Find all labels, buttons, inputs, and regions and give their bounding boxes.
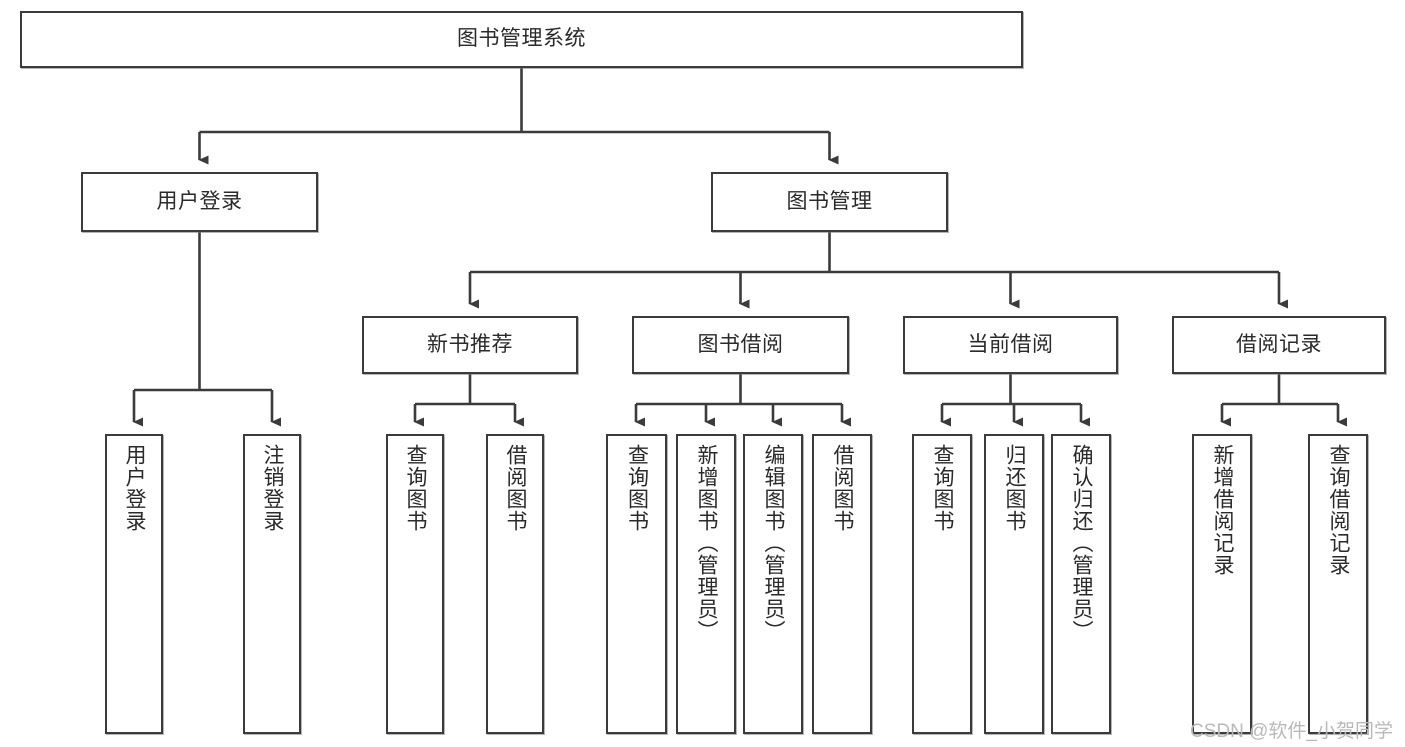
node-new-book-rec[interactable]: 新书推荐 bbox=[362, 316, 578, 374]
node-label: 编辑图书（管理员） bbox=[762, 444, 786, 642]
csdn-watermark: CSDN @软件_小贺同学 bbox=[1190, 721, 1393, 742]
node-label: 新增借阅记录 bbox=[1211, 444, 1235, 576]
node-leaf-add-book[interactable]: 新增图书（管理员） bbox=[676, 434, 736, 734]
node-label: 确认归还（管理员） bbox=[1070, 444, 1094, 642]
node-label: 归还图书 bbox=[1003, 444, 1027, 532]
node-label: 查询图书 bbox=[931, 444, 955, 532]
node-label: 用户登录 bbox=[156, 189, 243, 213]
node-leaf-edit-book[interactable]: 编辑图书（管理员） bbox=[743, 434, 803, 734]
node-leaf-return-book[interactable]: 归还图书 bbox=[984, 434, 1044, 734]
node-leaf-borrow-book-1[interactable]: 借阅图书 bbox=[486, 434, 544, 734]
node-leaf-add-record[interactable]: 新增借阅记录 bbox=[1192, 434, 1252, 734]
node-label: 新增图书（管理员） bbox=[695, 444, 719, 642]
node-leaf-query-book-2[interactable]: 查询图书 bbox=[606, 434, 667, 734]
node-label: 注销登录 bbox=[261, 444, 285, 532]
node-current-borrow[interactable]: 当前借阅 bbox=[903, 316, 1118, 374]
node-leaf-confirm-return[interactable]: 确认归还（管理员） bbox=[1051, 434, 1111, 734]
node-leaf-query-book-1[interactable]: 查询图书 bbox=[386, 434, 444, 734]
node-label: 借阅图书 bbox=[831, 444, 855, 532]
node-label: 新书推荐 bbox=[427, 332, 513, 356]
node-label: 图书管理系统 bbox=[457, 27, 586, 51]
node-book-borrow[interactable]: 图书借阅 bbox=[632, 316, 849, 374]
node-leaf-borrow-book-2[interactable]: 借阅图书 bbox=[812, 434, 872, 734]
node-label: 查询图书 bbox=[404, 444, 428, 532]
node-leaf-query-record[interactable]: 查询借阅记录 bbox=[1308, 434, 1368, 734]
node-label: 借阅图书 bbox=[504, 444, 528, 532]
node-label: 图书借阅 bbox=[697, 332, 784, 356]
node-root-图书管理系统[interactable]: 图书管理系统 bbox=[20, 11, 1023, 68]
node-label: 当前借阅 bbox=[967, 332, 1054, 356]
node-label: 图书管理 bbox=[786, 189, 873, 213]
node-borrow-record[interactable]: 借阅记录 bbox=[1172, 316, 1386, 374]
node-user-login[interactable]: 用户登录 bbox=[81, 172, 318, 232]
node-book-manage[interactable]: 图书管理 bbox=[711, 172, 948, 232]
node-label: 用户登录 bbox=[123, 444, 147, 532]
node-label: 查询借阅记录 bbox=[1327, 444, 1351, 576]
node-label: 借阅记录 bbox=[1236, 332, 1322, 356]
node-leaf-user-login[interactable]: 用户登录 bbox=[105, 434, 163, 734]
node-leaf-query-book-3[interactable]: 查询图书 bbox=[912, 434, 972, 734]
node-leaf-logout[interactable]: 注销登录 bbox=[243, 434, 301, 734]
node-label: 查询图书 bbox=[625, 444, 649, 532]
